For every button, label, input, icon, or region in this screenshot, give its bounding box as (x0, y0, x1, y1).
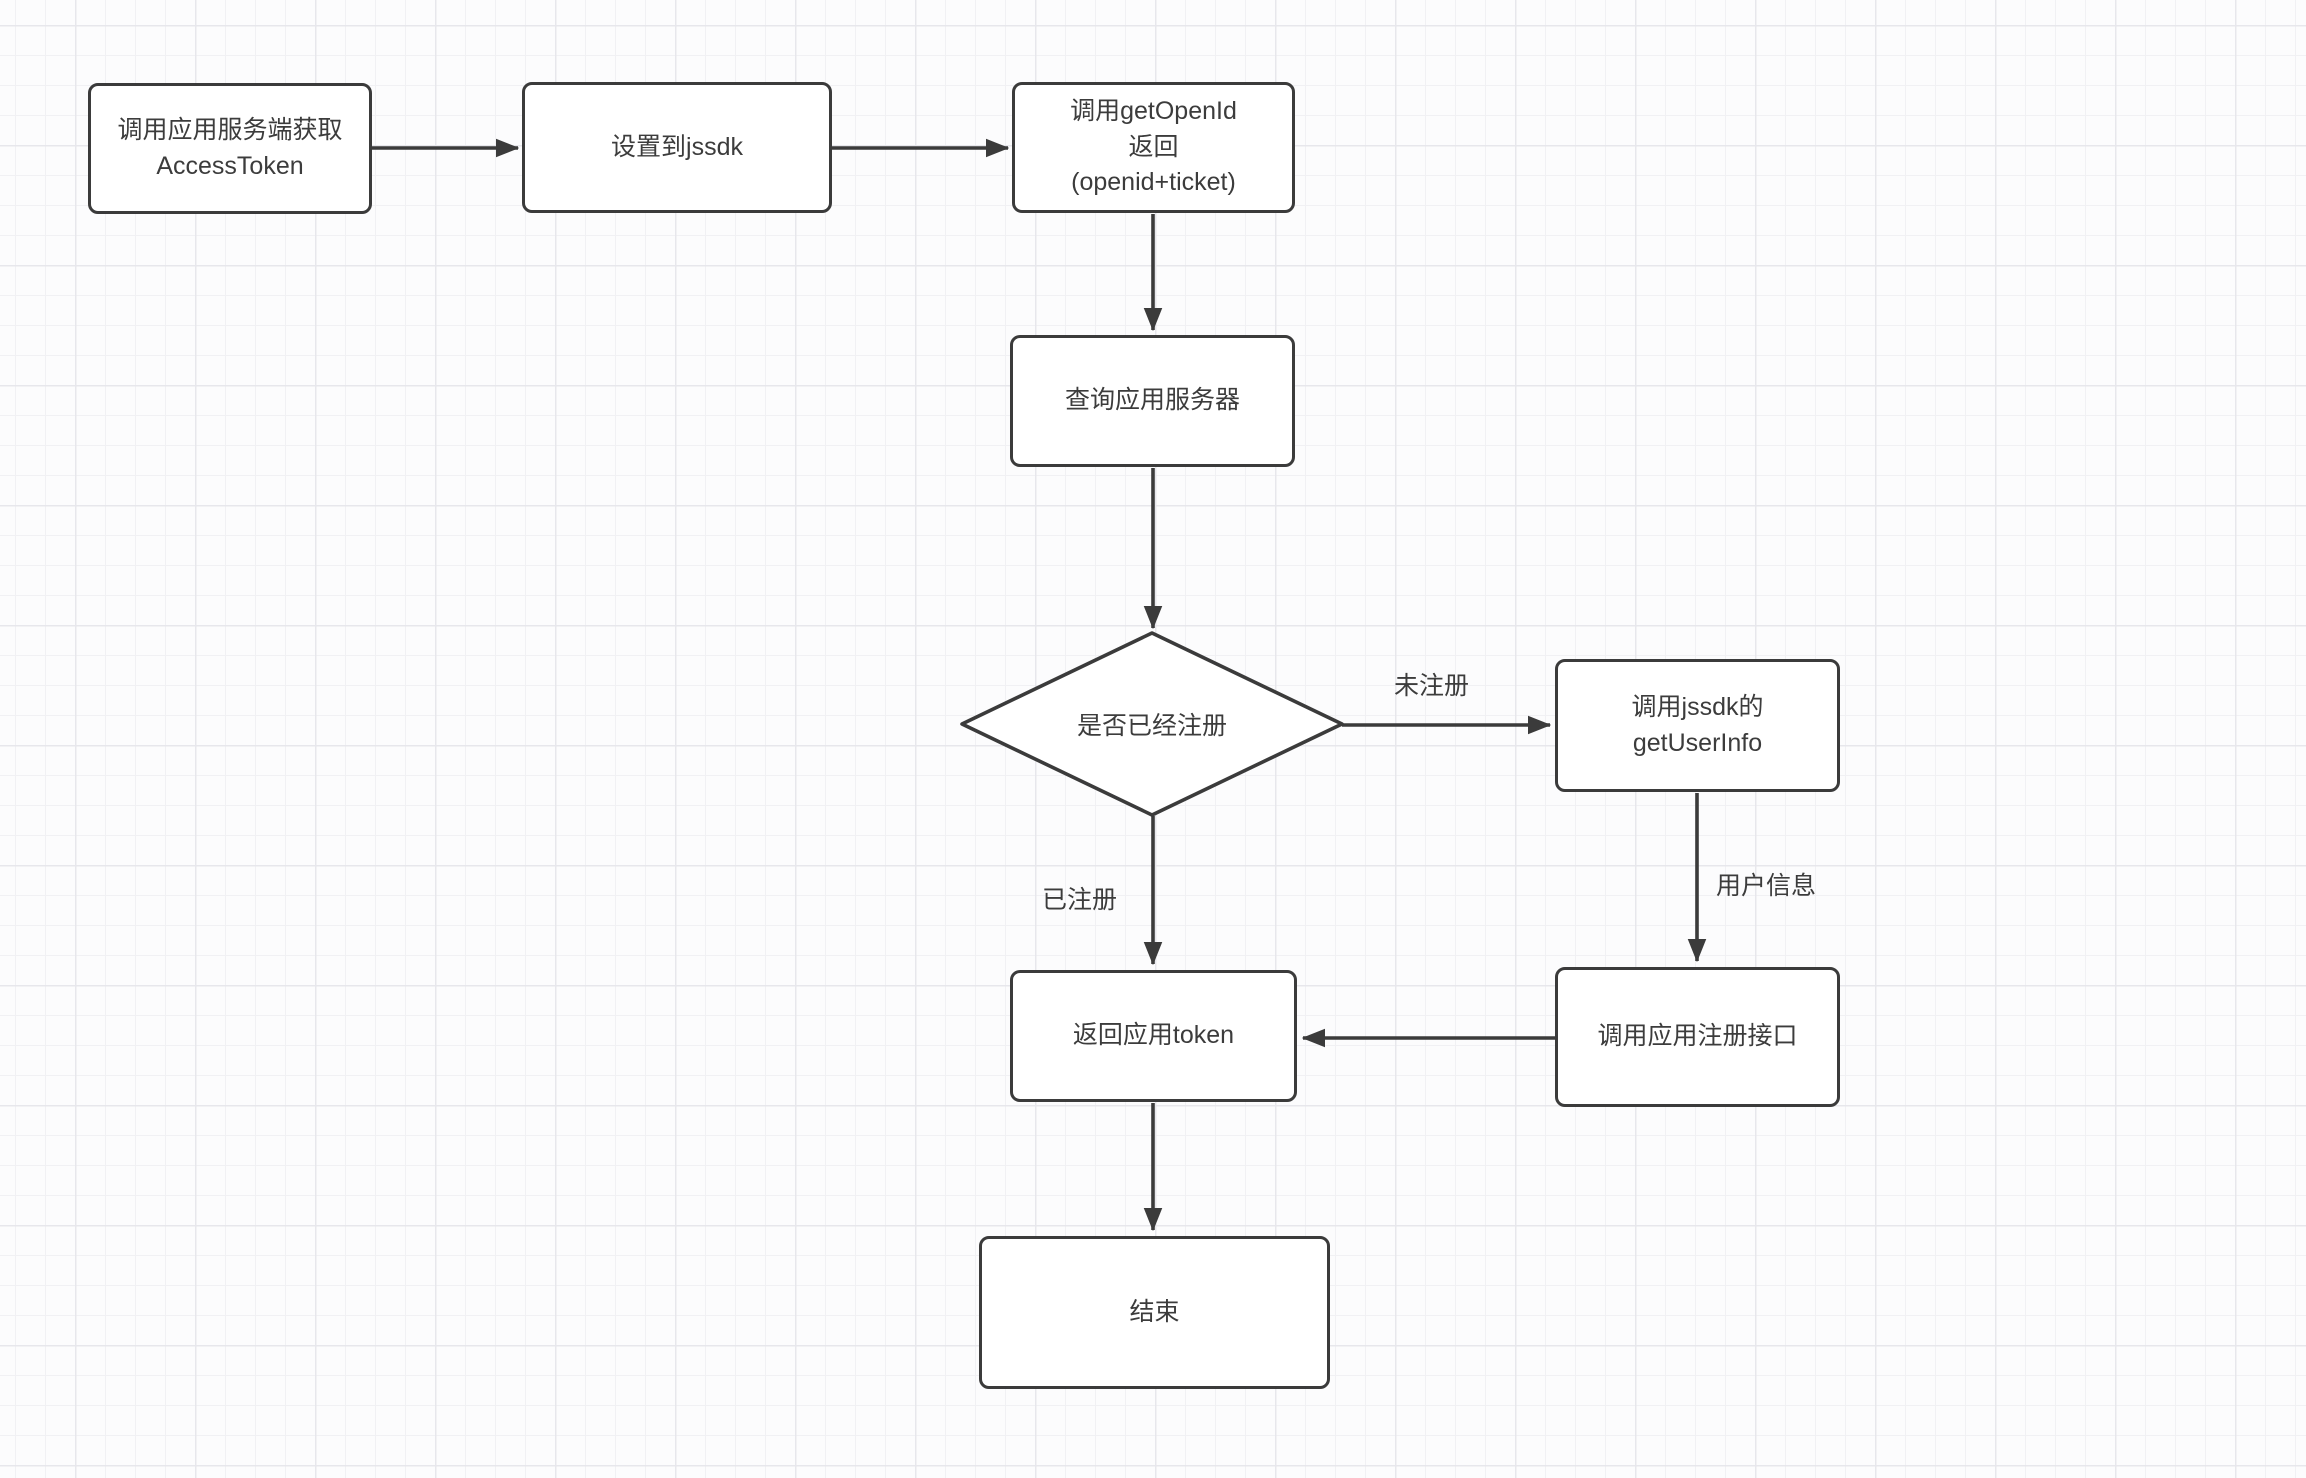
node-call-register-api[interactable]: 调用应用注册接口 (1555, 967, 1840, 1107)
node-return-app-token-label: 返回应用token (1072, 1021, 1235, 1050)
node-query-app-server-label: 查询应用服务器 (1064, 386, 1240, 415)
node-get-access-token-label: 调用应用服务端获取 AccessToken (117, 116, 343, 180)
node-return-app-token[interactable]: 返回应用token (1010, 970, 1297, 1102)
node-end[interactable]: 结束 (979, 1236, 1330, 1389)
node-call-get-openid-label: 调用getOpenId 返回 (openid+ticket) (1070, 97, 1237, 197)
node-end-label: 结束 (1129, 1297, 1180, 1326)
node-call-get-openid[interactable]: 调用getOpenId 返回 (openid+ticket) (1012, 82, 1295, 213)
node-call-get-userinfo[interactable]: 调用jssdk的 getUserInfo (1555, 659, 1840, 792)
node-set-jssdk-label: 设置到jssdk (611, 132, 743, 161)
node-set-jssdk[interactable]: 设置到jssdk (522, 82, 832, 213)
edge-label-registered: 已注册 (1042, 886, 1118, 914)
decision-diamond-shape[interactable] (960, 631, 1344, 817)
node-get-access-token[interactable]: 调用应用服务端获取 AccessToken (88, 83, 372, 214)
node-call-register-api-label: 调用应用注册接口 (1597, 1022, 1798, 1051)
node-query-app-server[interactable]: 查询应用服务器 (1010, 335, 1295, 467)
edge-label-not-registered: 未注册 (1394, 672, 1470, 700)
node-call-get-userinfo-label: 调用jssdk的 getUserInfo (1631, 693, 1764, 757)
edge-label-user-info: 用户信息 (1716, 872, 1817, 900)
